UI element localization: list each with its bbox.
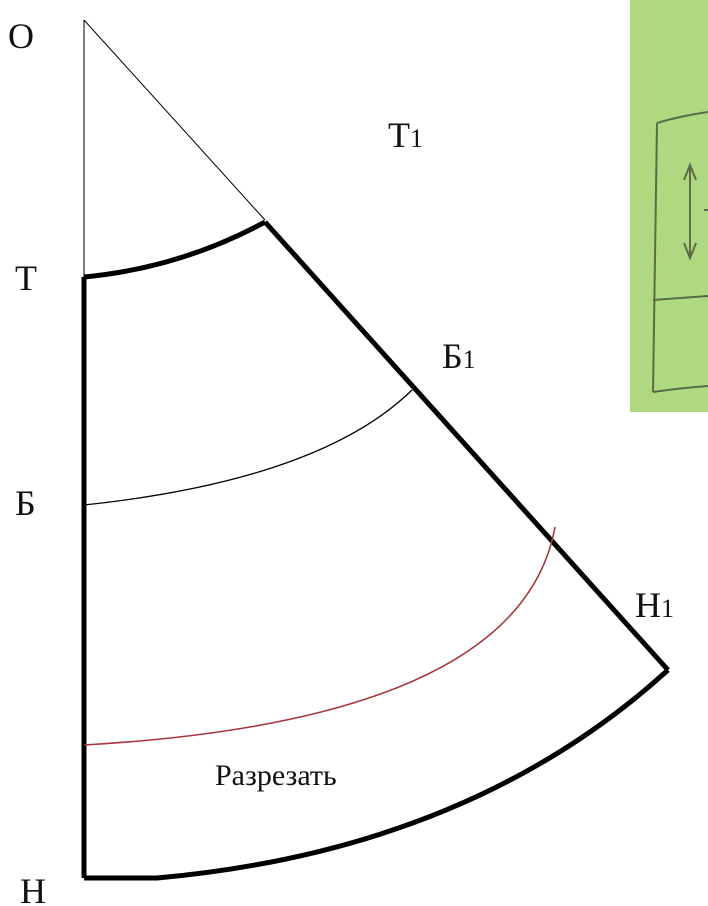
label-T: Т — [15, 258, 37, 298]
construction-line-O-T1 — [83, 19, 266, 221]
label-H1: Н1 — [635, 585, 674, 625]
label-B1: Б1 — [442, 336, 476, 376]
sketch-middle-line — [652, 295, 708, 301]
label-H: Н — [20, 871, 46, 906]
label-O: О — [8, 16, 34, 56]
hip-line-B-B1 — [83, 389, 413, 506]
photo-background — [630, 0, 708, 412]
label-T1: Т1 — [388, 115, 423, 155]
sketch-left-edge — [652, 122, 658, 393]
sketch-photo-inset — [630, 0, 708, 412]
waist-line-T-T1 — [83, 219, 267, 280]
cut-label: Разрезать — [215, 759, 337, 792]
cut-line — [83, 526, 556, 746]
sketch-top-curve — [656, 111, 708, 124]
hem-line-H-H1 — [84, 668, 670, 881]
sketch-bottom-curve — [652, 385, 708, 393]
label-B: Б — [15, 483, 36, 523]
side-seam-T1-H1 — [263, 220, 670, 672]
